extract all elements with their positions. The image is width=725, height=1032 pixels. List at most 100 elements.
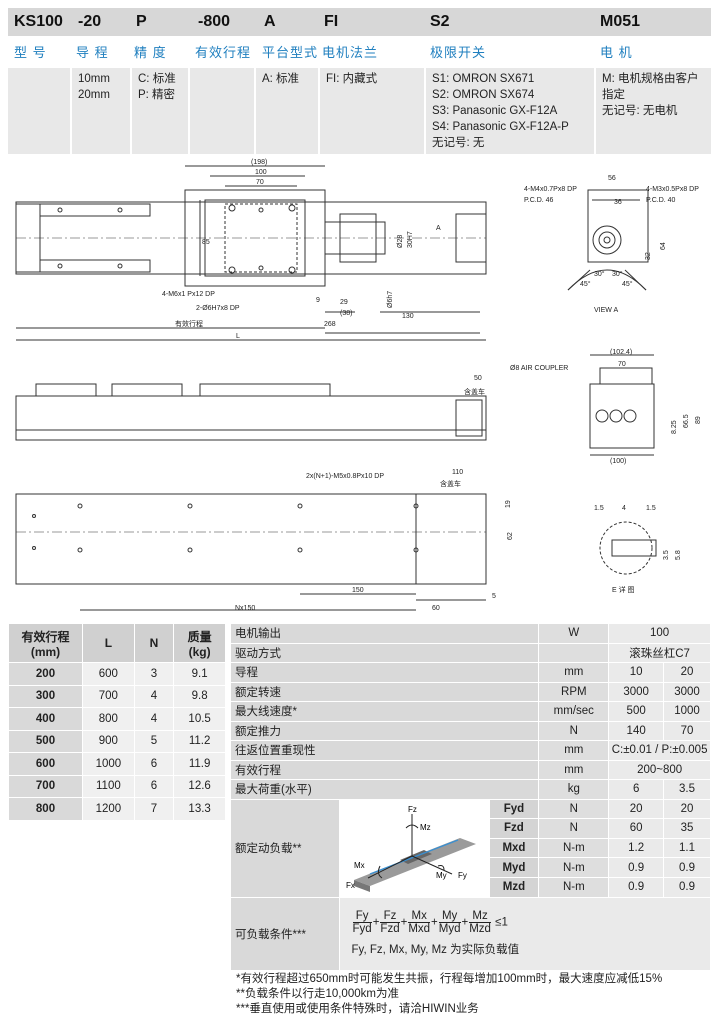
- note-view-a-m4: 4-M4x0.7Px8 DP: [524, 186, 577, 193]
- spec-unit: mm/sec: [538, 701, 610, 722]
- dim-198: (198): [251, 159, 267, 166]
- dim-38: (38): [340, 310, 352, 317]
- spec-row: 驱动方式滚珠丝杠C7: [229, 642, 711, 663]
- mass-header: 质量(kg): [173, 623, 226, 663]
- label-model: 型 号: [14, 45, 47, 60]
- cell: 400: [7, 707, 84, 731]
- fig-my: My: [436, 871, 447, 880]
- option-text: 无记号: 无电机: [602, 105, 678, 117]
- cell: 7: [133, 797, 175, 821]
- dim-100: 100: [255, 169, 267, 176]
- dim-60: 60: [432, 605, 440, 612]
- spec-value: 3000: [663, 681, 711, 702]
- label-motor: 电 机: [600, 45, 633, 60]
- cell: 600: [7, 752, 84, 776]
- dim-e-5-8: 5.8: [675, 550, 682, 560]
- cell: 800: [7, 797, 84, 821]
- load-key: Myd: [488, 857, 540, 878]
- dim-L: L: [236, 333, 240, 340]
- label-flange: 电机法兰: [322, 45, 379, 60]
- dim-8-25: 8.25: [671, 420, 678, 434]
- n-header: N: [133, 623, 175, 663]
- code-flange: FI: [324, 13, 339, 30]
- spec-value: 140: [608, 720, 665, 741]
- note-air-coupler: Ø8 AIR COUPLER: [510, 365, 568, 372]
- cell: 300: [7, 684, 84, 708]
- cell: 10.5: [173, 707, 226, 731]
- frac-bottom: Mzd: [469, 923, 491, 935]
- cell: 11.2: [173, 729, 226, 753]
- load-unit: N: [538, 798, 610, 820]
- spec-value: 500: [608, 701, 665, 722]
- load-value: 20: [608, 798, 665, 820]
- note-pin-holes: 2-Ø6H7x8 DP: [196, 305, 240, 312]
- option-text: FI: 内藏式: [326, 73, 378, 85]
- cell: 6: [133, 752, 175, 776]
- load-value: 0.9: [608, 876, 665, 898]
- cell: 3: [133, 662, 175, 686]
- model-code-bar: KS100 -20 P -800 A FI S2 M051: [8, 8, 711, 36]
- load-key: Mxd: [488, 837, 540, 859]
- note-m5-holes: 2x(N+1)-M5x0.8Px10 DP: [306, 473, 384, 480]
- option-text: A: 标准: [262, 73, 300, 85]
- option-flange: FI: 内藏式: [320, 68, 424, 154]
- spec-value: 1000: [663, 701, 711, 722]
- fig-fx: Fx: [346, 881, 355, 890]
- frac-top: Fz: [380, 910, 400, 923]
- code-switch: S2: [430, 13, 450, 30]
- spec-name: 额定转速: [229, 681, 540, 702]
- dim-e-1-5-b: 1.5: [646, 505, 656, 512]
- l-header: L: [82, 623, 135, 663]
- dim-nx150: Nx150: [235, 605, 255, 612]
- note-pcd46: P.C.D. 46: [524, 197, 554, 204]
- cell: 4: [133, 684, 175, 708]
- footnote: ***垂直使用或使用条件特殊时，请洽HIWIN业务: [236, 1003, 479, 1015]
- frac-bottom: Myd: [438, 923, 461, 935]
- option-text: S1: OMRON SX671: [432, 73, 535, 85]
- dim-110: 110: [452, 469, 463, 476]
- load-value: 0.9: [663, 876, 711, 898]
- spec-value: 100: [608, 623, 711, 644]
- load-unit: N-m: [538, 876, 610, 898]
- option-text: S3: Panasonic GX-F12A: [432, 105, 558, 117]
- cell: 500: [7, 729, 84, 753]
- condition-name: 可负载条件***: [230, 896, 340, 971]
- spec-name: 最大线速度*: [229, 701, 540, 722]
- angle-45-b: 45°: [622, 280, 633, 288]
- cell: 11.9: [173, 752, 226, 776]
- spec-value: 3.5: [663, 779, 711, 800]
- load-key: Fzd: [488, 818, 540, 839]
- dim-150: 150: [352, 587, 364, 594]
- cell: 200: [7, 662, 84, 686]
- spec-name: 最大荷重(水平): [229, 779, 540, 800]
- spec-name: 额定推力: [229, 720, 540, 741]
- option-precision: C: 标准 P: 精密: [132, 68, 188, 154]
- stroke-header: 有效行程(mm): [7, 623, 84, 663]
- view-a-marker: A: [436, 225, 441, 232]
- cell: 6: [133, 774, 175, 798]
- fig-fy: Fy: [458, 871, 467, 880]
- option-motor: M: 电机规格由客户 指定 无记号: 无电机: [596, 68, 711, 154]
- dim-102-4: (102.4): [610, 349, 632, 356]
- load-figure: Fz Mz Mx Fx My Fy: [338, 798, 490, 898]
- spec-value: 70: [663, 720, 711, 741]
- dim-side-70: 70: [618, 361, 626, 368]
- load-key: Mzd: [488, 876, 540, 898]
- dim-29: 29: [340, 299, 348, 306]
